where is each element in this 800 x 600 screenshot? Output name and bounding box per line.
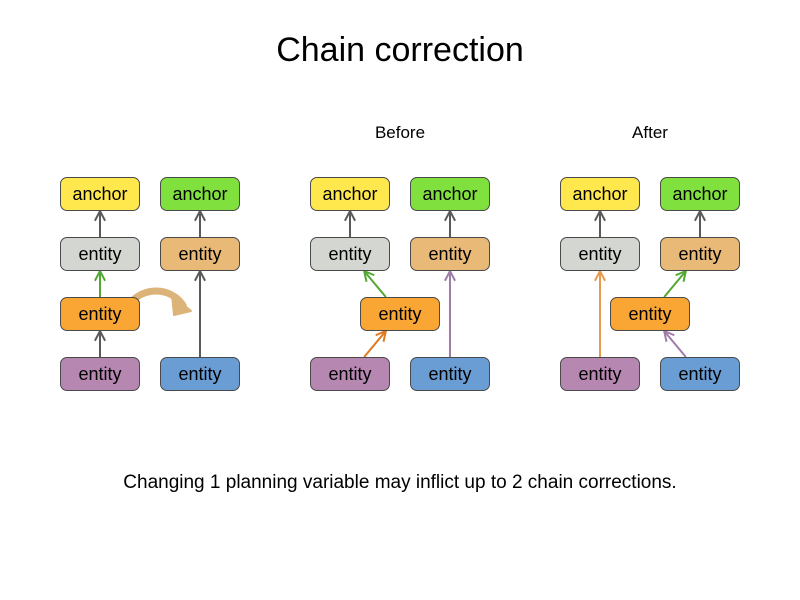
node-label: entity	[328, 244, 372, 264]
node-label: entity	[78, 364, 122, 384]
node-label: entity	[578, 364, 622, 384]
drag-arrow-head	[171, 294, 192, 316]
arrow-head-g1-a5	[194, 268, 206, 282]
node-entity-g2-entity-grey[interactable]: entity	[310, 237, 390, 271]
arrow-head-g2-a4	[375, 329, 388, 342]
node-label: entity	[178, 244, 222, 264]
node-label: entity	[428, 244, 472, 264]
arrow-line-g2-a3	[363, 270, 387, 298]
node-label: anchor	[322, 184, 378, 204]
node-label: entity	[678, 244, 722, 264]
node-anchor-g3-anchor-left[interactable]: anchor	[560, 177, 640, 211]
page-title: Chain correction	[276, 31, 524, 69]
arrow-head-g3-a5	[662, 329, 675, 342]
node-anchor-g3-anchor-right[interactable]: anchor	[660, 177, 740, 211]
node-entity-g1-entity-orange[interactable]: entity	[60, 297, 140, 331]
node-entity-g1-entity-tan[interactable]: entity	[160, 237, 240, 271]
node-entity-g3-entity-grey[interactable]: entity	[560, 237, 640, 271]
node-label: entity	[578, 244, 622, 264]
node-anchor-g2-anchor-left[interactable]: anchor	[310, 177, 390, 211]
node-anchor-g2-anchor-right[interactable]: anchor	[410, 177, 490, 211]
arrow-head-g2-a1	[344, 208, 356, 222]
node-entity-g3-entity-tan[interactable]: entity	[660, 237, 740, 271]
node-label: anchor	[172, 184, 228, 204]
node-label: anchor	[672, 184, 728, 204]
node-label: anchor	[72, 184, 128, 204]
arrow-head-g1-a3	[94, 268, 106, 282]
node-entity-g2-entity-orange[interactable]: entity	[360, 297, 440, 331]
node-entity-g1-entity-blue[interactable]: entity	[160, 357, 240, 391]
group-label-before: Before	[374, 123, 426, 142]
node-entity-g2-entity-purple[interactable]: entity	[310, 357, 390, 391]
node-label: entity	[378, 304, 422, 324]
node-label: entity	[328, 364, 372, 384]
node-entity-g3-entity-orange[interactable]: entity	[610, 297, 690, 331]
arrow-line-g3-a5	[663, 330, 687, 358]
arrow-head-g3-a3	[594, 268, 606, 282]
node-label: entity	[628, 304, 672, 324]
node-entity-g1-entity-grey[interactable]: entity	[60, 237, 140, 271]
node-label: entity	[678, 364, 722, 384]
arrow-line-g2-a4	[363, 330, 387, 358]
arrow-head-g2-a3	[362, 269, 375, 282]
node-anchor-g1-anchor-left[interactable]: anchor	[60, 177, 140, 211]
arrow-head-g3-a2	[694, 208, 706, 222]
arrow-line-g3-a4	[663, 270, 687, 298]
node-entity-g2-entity-blue[interactable]: entity	[410, 357, 490, 391]
arrow-head-g3-a4	[675, 269, 688, 282]
node-entity-g1-entity-purple[interactable]: entity	[60, 357, 140, 391]
node-entity-g2-entity-tan[interactable]: entity	[410, 237, 490, 271]
arrow-head-g2-a2	[444, 208, 456, 222]
slide-caption: Changing 1 planning variable may inflict…	[123, 472, 677, 493]
node-label: entity	[78, 244, 122, 264]
group-label-after: After	[632, 123, 668, 142]
node-label: entity	[78, 304, 122, 324]
node-entity-g3-entity-blue[interactable]: entity	[660, 357, 740, 391]
arrow-head-g3-a1	[594, 208, 606, 222]
node-label: entity	[428, 364, 472, 384]
node-label: entity	[178, 364, 222, 384]
arrow-head-g1-a1	[94, 208, 106, 222]
arrow-head-g2-a5	[444, 268, 456, 282]
node-entity-g3-entity-purple[interactable]: entity	[560, 357, 640, 391]
node-label: anchor	[572, 184, 628, 204]
node-label: anchor	[422, 184, 478, 204]
arrow-head-g1-a2	[194, 208, 206, 222]
node-anchor-g1-anchor-right[interactable]: anchor	[160, 177, 240, 211]
arrow-head-g1-a4	[94, 328, 106, 342]
